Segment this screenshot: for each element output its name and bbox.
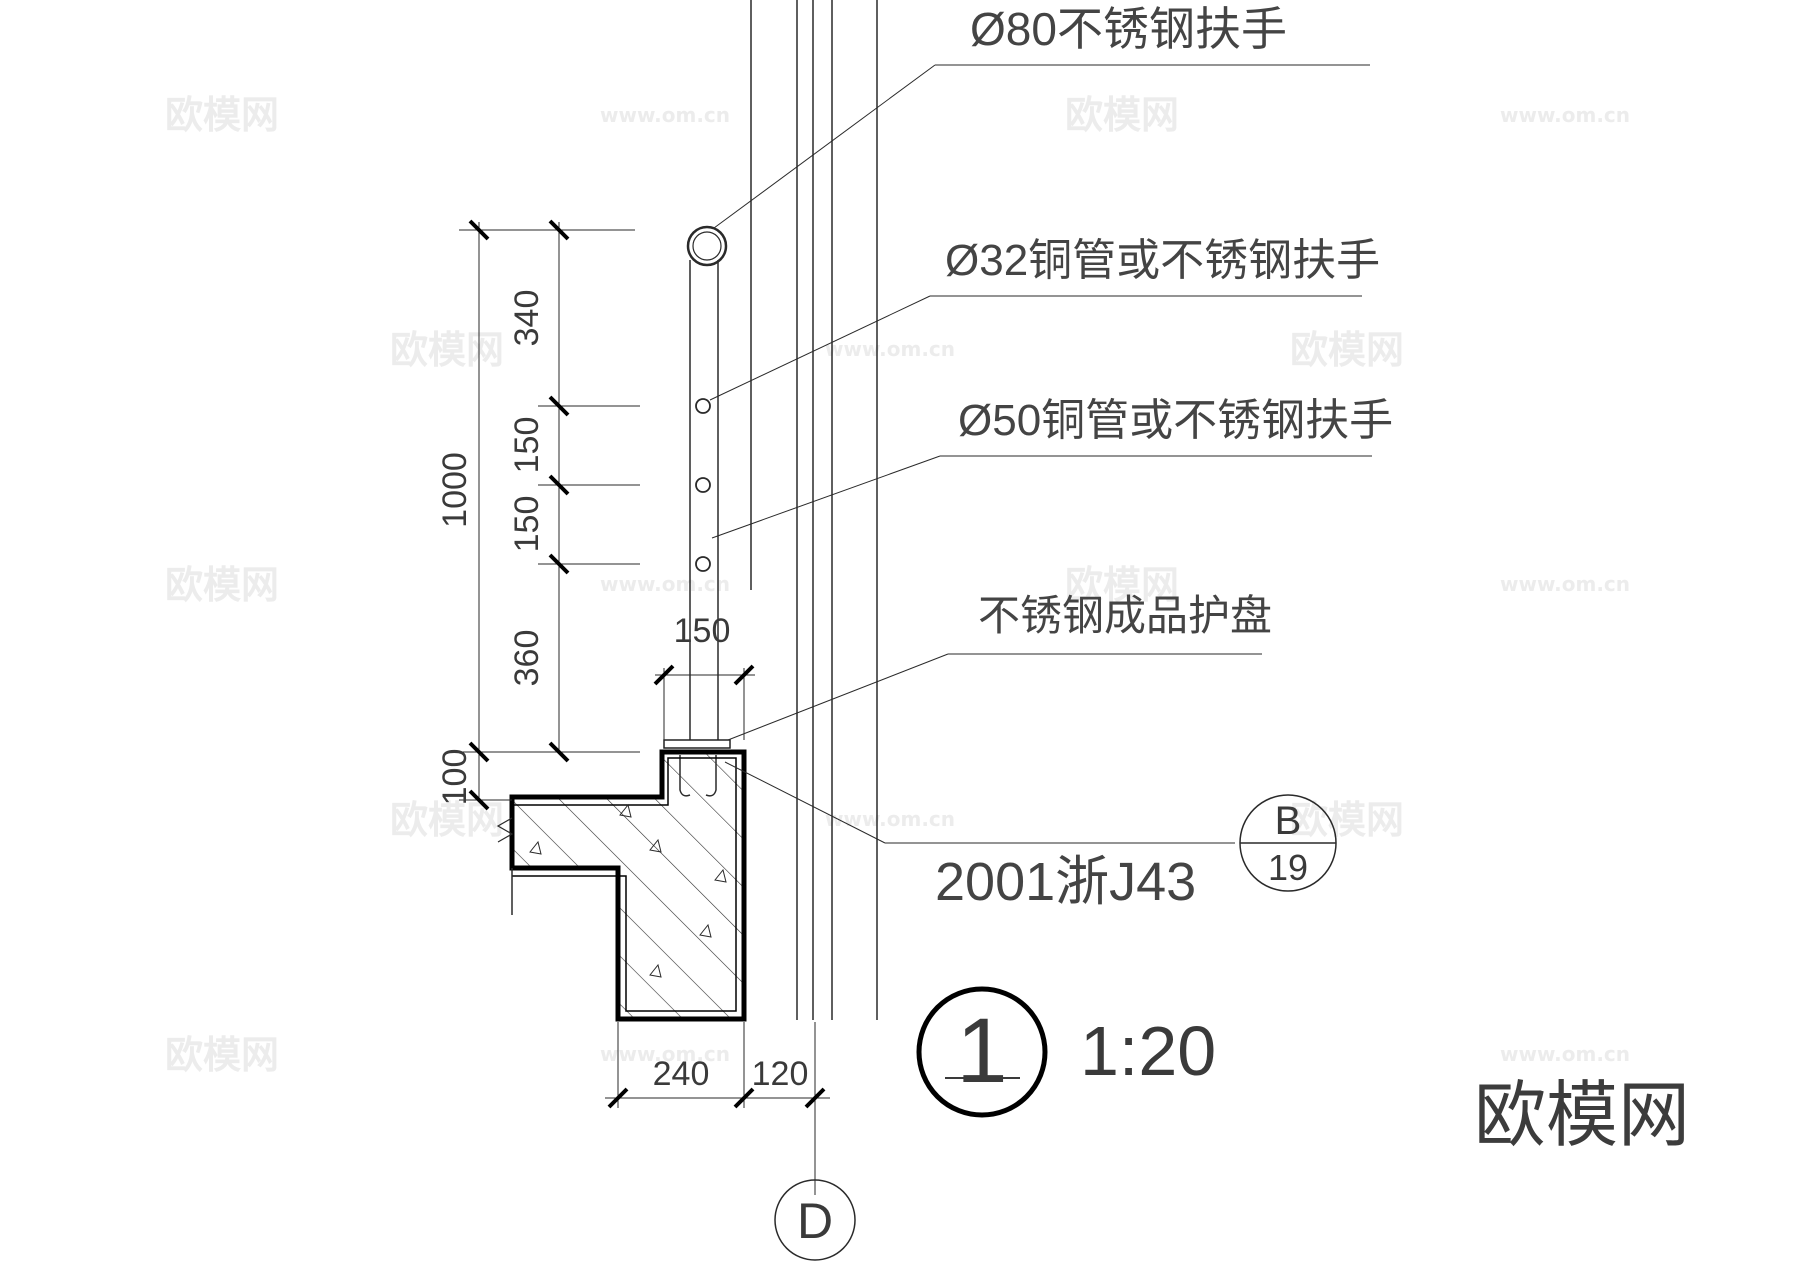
watermark-brand: 欧模网: [165, 93, 279, 137]
detail-title: 1 1:20: [916, 986, 1216, 1118]
watermark-site: www.om.cn: [825, 807, 955, 831]
detail-scale: 1:20: [1080, 1012, 1216, 1090]
label-handrail-32: Ø32铜管或不锈钢扶手: [945, 236, 1380, 285]
label-handrail-50: Ø50铜管或不锈钢扶手: [958, 396, 1393, 445]
watermark-brand: 欧模网: [1290, 328, 1404, 372]
dim-360: 360: [508, 630, 546, 687]
watermark-brand: 欧模网: [165, 563, 279, 607]
watermark-site: www.om.cn: [600, 103, 730, 127]
dim-150: 150: [508, 417, 546, 474]
vertical-dimensions: 340 150 150 360 100 1000: [436, 219, 640, 811]
rail-32-section: [695, 398, 711, 414]
dim-150: 150: [508, 496, 546, 553]
detail-number: 1: [956, 1000, 1007, 1102]
watermark-brand: 欧模网: [1065, 93, 1179, 137]
leader-lines: [709, 64, 1372, 844]
label-reference-code: 2001浙J43: [935, 852, 1196, 912]
watermark-layer: 欧模网 www.om.cn 欧模网 www.om.cn 欧模网 www.om.c…: [165, 93, 1630, 1077]
detail-reference-bubble: B 19: [1239, 794, 1337, 892]
annotations: Ø80不锈钢扶手 Ø32铜管或不锈钢扶手 Ø50铜管或不锈钢扶手 不锈钢成品护盘…: [935, 3, 1393, 912]
label-handrail-80: Ø80不锈钢扶手: [970, 3, 1287, 55]
axis-bubble: D: [774, 1179, 856, 1261]
watermark-site: www.om.cn: [600, 1042, 730, 1066]
watermark-site: www.om.cn: [1500, 103, 1630, 127]
bottom-dimensions: 240 120: [605, 1022, 830, 1195]
post-width-dimension: 150: [653, 612, 755, 740]
dim-100: 100: [436, 749, 474, 806]
corner-watermark: 欧模网: [1474, 1073, 1690, 1157]
watermark-site: www.om.cn: [600, 572, 730, 596]
watermark-site: www.om.cn: [825, 337, 955, 361]
rail-32-section: [695, 556, 711, 572]
watermark-brand: 欧模网: [1065, 563, 1179, 607]
detail-ref-sheet: 19: [1268, 847, 1308, 888]
dim-1000: 1000: [436, 452, 474, 528]
watermark-site: www.om.cn: [1500, 1042, 1630, 1066]
wall-lines: [750, 0, 878, 1020]
dim-150-top: 150: [674, 612, 731, 650]
concrete-section: [496, 749, 747, 1022]
watermark-site: www.om.cn: [1500, 572, 1630, 596]
handrail-80-section: [686, 225, 728, 267]
dim-340: 340: [508, 290, 546, 347]
handrail-assembly: [686, 225, 728, 740]
axis-label: D: [797, 1193, 833, 1249]
detail-ref-letter: B: [1275, 799, 1302, 843]
watermark-brand: 欧模网: [165, 1033, 279, 1077]
dim-120: 120: [752, 1055, 809, 1093]
dim-240: 240: [653, 1055, 710, 1093]
watermark-brand: 欧模网: [390, 328, 504, 372]
rail-32-section: [695, 477, 711, 493]
watermark-brand: 欧模网: [1290, 798, 1404, 842]
label-guard-plate: 不锈钢成品护盘: [978, 592, 1272, 639]
